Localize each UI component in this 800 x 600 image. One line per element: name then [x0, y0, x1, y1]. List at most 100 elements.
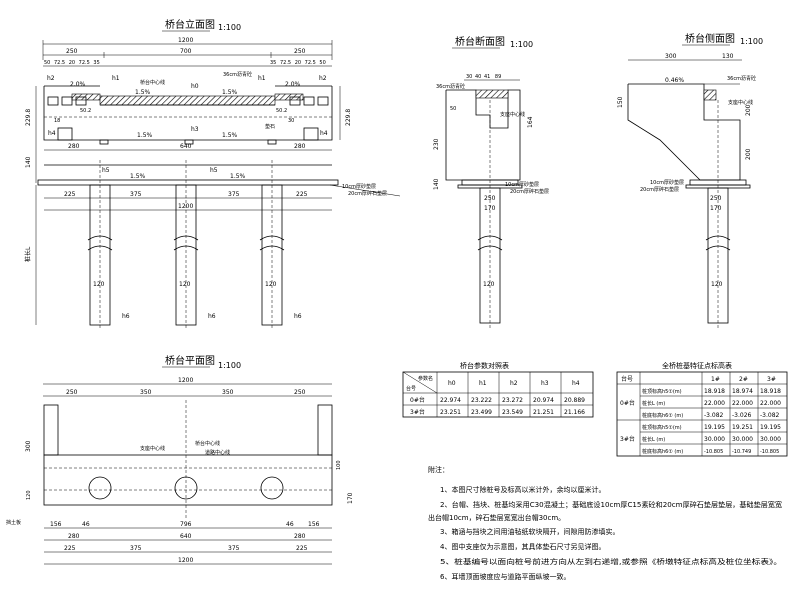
plan-wing-left [43, 404, 59, 456]
plan-view: 桥台平面图 1:100 1200 250 350 350 250 支座中心线 桥… [6, 354, 354, 565]
pile-g1-r0-v1: 19.251 [732, 424, 753, 431]
section-bottom-w: 250 [484, 195, 496, 202]
pile-g1-r0-v2: 19.195 [760, 424, 781, 431]
side-pavement-note: 36cm沥青砼 [727, 75, 756, 82]
inner-dims-right: 50.2 [276, 108, 287, 114]
side-cushion2: 20cm厚碎石垫层 [640, 186, 679, 193]
param-table: 桥台参数对照表 参数名 台号 h0 h1 h2 h3 h4 0#台 22.974… [402, 361, 594, 418]
elevation-view: 桥台立面图 1:100 1200 250 700 250 50 72.5 20 … [24, 18, 401, 330]
plan-pile-1 [88, 476, 112, 500]
note-2: 2、台帽、挡块、桩基均采用C30混凝土；基础底设10cm厚C15素砼和20cm厚… [440, 500, 782, 509]
plan-dim-120: 120 [26, 490, 32, 500]
section-pile-off: 170 [484, 205, 496, 212]
param-row1-v4: 21.166 [564, 409, 585, 416]
height-right: 229.8 [345, 109, 352, 126]
pad-note: 垫石 [265, 123, 275, 130]
notes: 附注： 1、本图尺寸除桩号及标高以米计外，余均以厘米计。 2、台帽、挡块、桩基均… [428, 465, 782, 581]
param-corner-diag [402, 371, 438, 394]
note-5: 5、桩基编号以面向桩号前进方向从左到右递增,或参照《桥墩特征点标高及桩位坐标表》… [440, 557, 782, 566]
param-row0-v3: 20.974 [533, 397, 554, 404]
elevation-side-left: 250 [66, 48, 78, 55]
section-cushion1: 10cm厚砂垫层 [505, 181, 539, 188]
pile-g0-r1-name: 桩长L (m) [642, 400, 665, 407]
pile-g0-r0-v1: 18.974 [732, 388, 753, 395]
elevation-scale: 1:100 [218, 23, 241, 32]
side-title: 桥台侧面图 [685, 32, 735, 45]
side-dim-200b: 200 [745, 148, 752, 160]
center-line-label: 桥台中心线 [140, 79, 165, 86]
pile-spacing-2: 375 [130, 191, 142, 198]
slope-cap-right: 1.5% [230, 173, 246, 180]
section-dim-230: 230 [433, 138, 440, 150]
param-h-h4: h4 [572, 380, 580, 387]
label-h4-right: h4 [320, 130, 328, 137]
pile-g0-r2-v0: -3.082 [704, 412, 724, 419]
param-row1-v0: 23.251 [440, 409, 461, 416]
leader [329, 184, 401, 197]
section-title: 桥台断面图 [455, 35, 505, 48]
slope-cap-left: 1.5% [130, 173, 146, 180]
side-outline [627, 83, 741, 181]
bottom-left: 280 [68, 143, 80, 150]
side-dim-200: 200 [745, 104, 752, 116]
pile-g0-r0-name: 桩顶标高h5①(m) [642, 388, 682, 395]
note-4: 4、图中支座仅为示意图，其具体垫石尺寸另见详图。 [440, 542, 605, 551]
label-h4: h4 [48, 130, 56, 137]
pile-tip-3: h6 [294, 313, 302, 320]
slope-lower-right: 1.5% [222, 132, 238, 139]
param-h-h1: h1 [479, 380, 487, 387]
pile-spacing-4: 225 [296, 191, 308, 198]
param-row0-label: 0#台 [410, 396, 425, 404]
plan-left-v: 300 [25, 440, 32, 452]
side-pavement [703, 89, 717, 101]
block [75, 96, 87, 106]
side-view: 桥台侧面图 1:100 300 130 0.46% 36cm沥青砼 支座中心线 … [617, 32, 763, 330]
pile-g1-r1-v1: 30.000 [732, 436, 753, 443]
plan-b2-3: 375 [228, 545, 240, 552]
height-total: 229.8 [25, 109, 32, 126]
pile-g0-r2-v2: -3.082 [760, 412, 780, 419]
plan-right-v: 170 [347, 492, 354, 504]
plan-b1-3: 280 [294, 533, 306, 540]
pile-g0-label: 0#台 [620, 399, 635, 407]
plan-dim-100: 100 [336, 460, 342, 470]
side-dim-150: 150 [617, 96, 624, 108]
param-row1-v2: 23.549 [502, 409, 523, 416]
side-scale: 1:100 [740, 37, 763, 46]
param-row0-v0: 22.974 [440, 397, 461, 404]
side-cushion1: 10cm厚砂垫层 [650, 179, 684, 186]
section-pavement [475, 89, 509, 99]
side-pile-dia: 120 [711, 281, 723, 288]
label-h5: h5 [102, 167, 110, 174]
section-pavement-note: 36cm沥青砼 [436, 83, 465, 90]
plan-title: 桥台平面图 [165, 354, 215, 367]
plan-pile-3 [260, 476, 284, 500]
pile-h-2: 2# [739, 376, 748, 383]
label-h2-right: h2 [319, 75, 327, 82]
block [61, 96, 73, 106]
param-row0-v1: 23.222 [471, 397, 492, 404]
plan-b2-1: 225 [64, 545, 76, 552]
label-h1: h1 [112, 75, 120, 82]
section-pile-dia: 120 [483, 281, 495, 288]
dim-30: 30 [288, 118, 294, 124]
pile-g1-r0-name: 桩顶标高h5①(m) [642, 424, 682, 431]
plan-buttress-label: 挡土板 [6, 519, 21, 526]
plan-b1-1: 280 [68, 533, 80, 540]
note-3: 3、箱涵与挡块之间用油毡纸软块隔开，间隙用防渗填实。 [440, 527, 619, 536]
side-dim-130: 130 [722, 53, 734, 60]
param-h-h0: h0 [448, 380, 456, 387]
pile-g1-r2-name: 桩底标高h6① (m) [642, 448, 683, 455]
section-outline [445, 89, 521, 181]
block [289, 96, 301, 106]
pile-h-3: 3# [767, 376, 776, 383]
pile-cap [37, 179, 339, 186]
plan-top-2: 350 [140, 389, 152, 396]
side-slope: 0.46% [665, 77, 684, 84]
section-dim-50: 50 [450, 106, 456, 112]
elevation-title: 桥台立面图 [165, 18, 215, 31]
slope-mid-right: 1.5% [222, 89, 238, 96]
pad [267, 139, 277, 145]
cushion2: 20cm厚碎石垫层 [348, 190, 387, 197]
